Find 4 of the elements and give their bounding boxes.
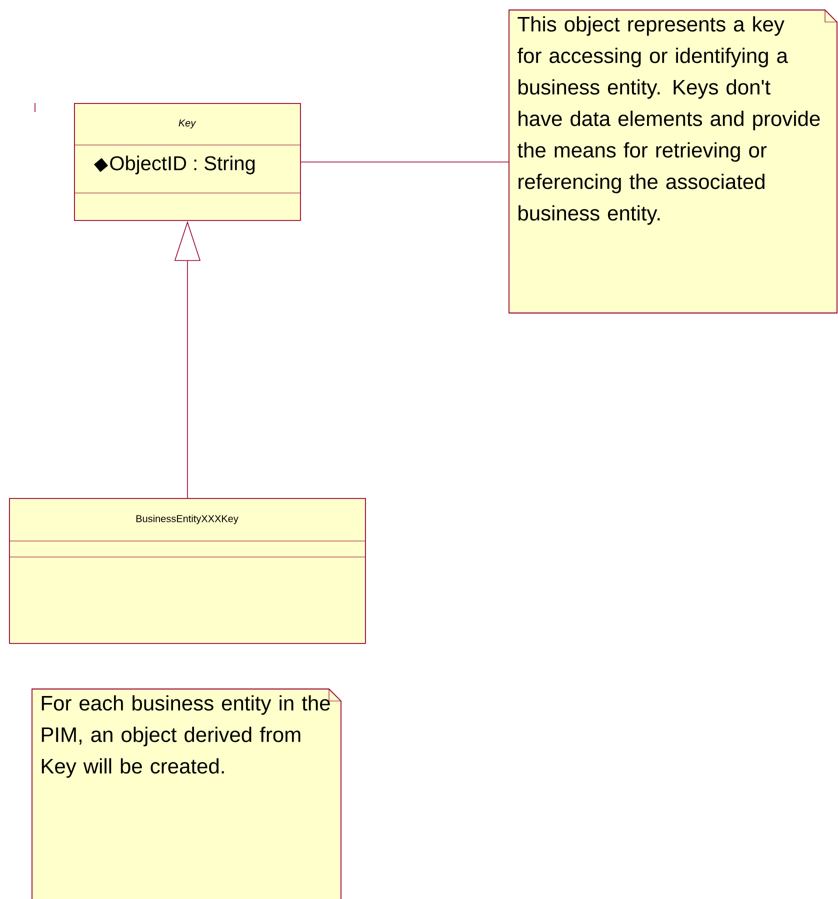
note-box: This object represents a key for accessing or identifying a business entity. Keys don't have data elements and provide the means for retrieving or referencing the associated business entity. [508,10,838,314]
note-box: For each business entity in the PIM, an object derived from Key will be created. [32,688,342,899]
attribute-text: ObjectID : String [110,156,255,174]
class-box: BusinessEntityXXXKey [8,498,366,644]
